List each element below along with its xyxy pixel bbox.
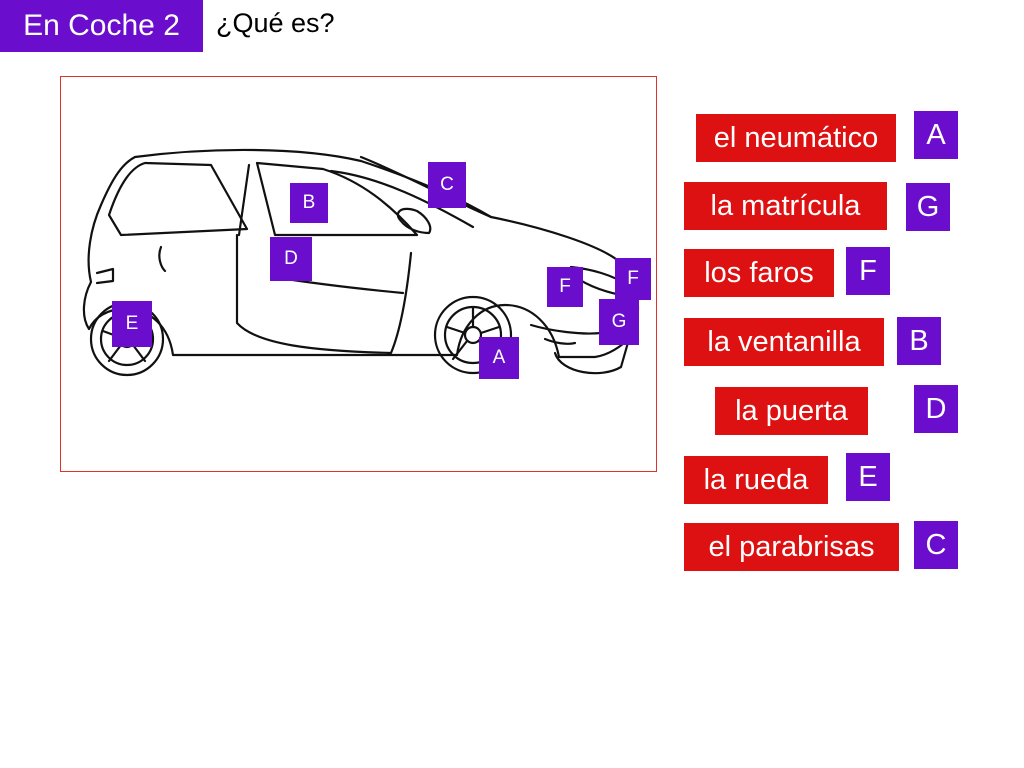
- term-la-puerta[interactable]: la puerta: [715, 387, 868, 435]
- marker-g: G: [599, 299, 639, 345]
- marker-b: B: [290, 183, 328, 223]
- term-el-neumatico[interactable]: el neumático: [696, 114, 896, 162]
- term-la-matricula[interactable]: la matrícula: [684, 182, 887, 230]
- marker-f: F: [615, 258, 651, 300]
- letter-g[interactable]: G: [906, 183, 950, 231]
- letter-c[interactable]: C: [914, 521, 958, 569]
- car-illustration: [82, 148, 640, 377]
- term-el-parabrisas[interactable]: el parabrisas: [684, 523, 899, 571]
- term-la-ventanilla[interactable]: la ventanilla: [684, 318, 884, 366]
- marker-f-small: F: [547, 267, 583, 307]
- question-text: ¿Qué es?: [216, 8, 335, 38]
- letter-b[interactable]: B: [897, 317, 941, 365]
- marker-c: C: [428, 162, 466, 208]
- term-los-faros[interactable]: los faros: [684, 249, 834, 297]
- letter-d[interactable]: D: [914, 385, 958, 433]
- car-diagram-frame: C B D F F E G A: [60, 76, 657, 472]
- letter-a[interactable]: A: [914, 111, 958, 159]
- letter-e[interactable]: E: [846, 453, 890, 501]
- marker-e: E: [112, 301, 152, 347]
- letter-f[interactable]: F: [846, 247, 890, 295]
- marker-a: A: [479, 337, 519, 379]
- page-title: En Coche 2: [0, 0, 203, 52]
- marker-d: D: [270, 237, 312, 281]
- term-la-rueda[interactable]: la rueda: [684, 456, 828, 504]
